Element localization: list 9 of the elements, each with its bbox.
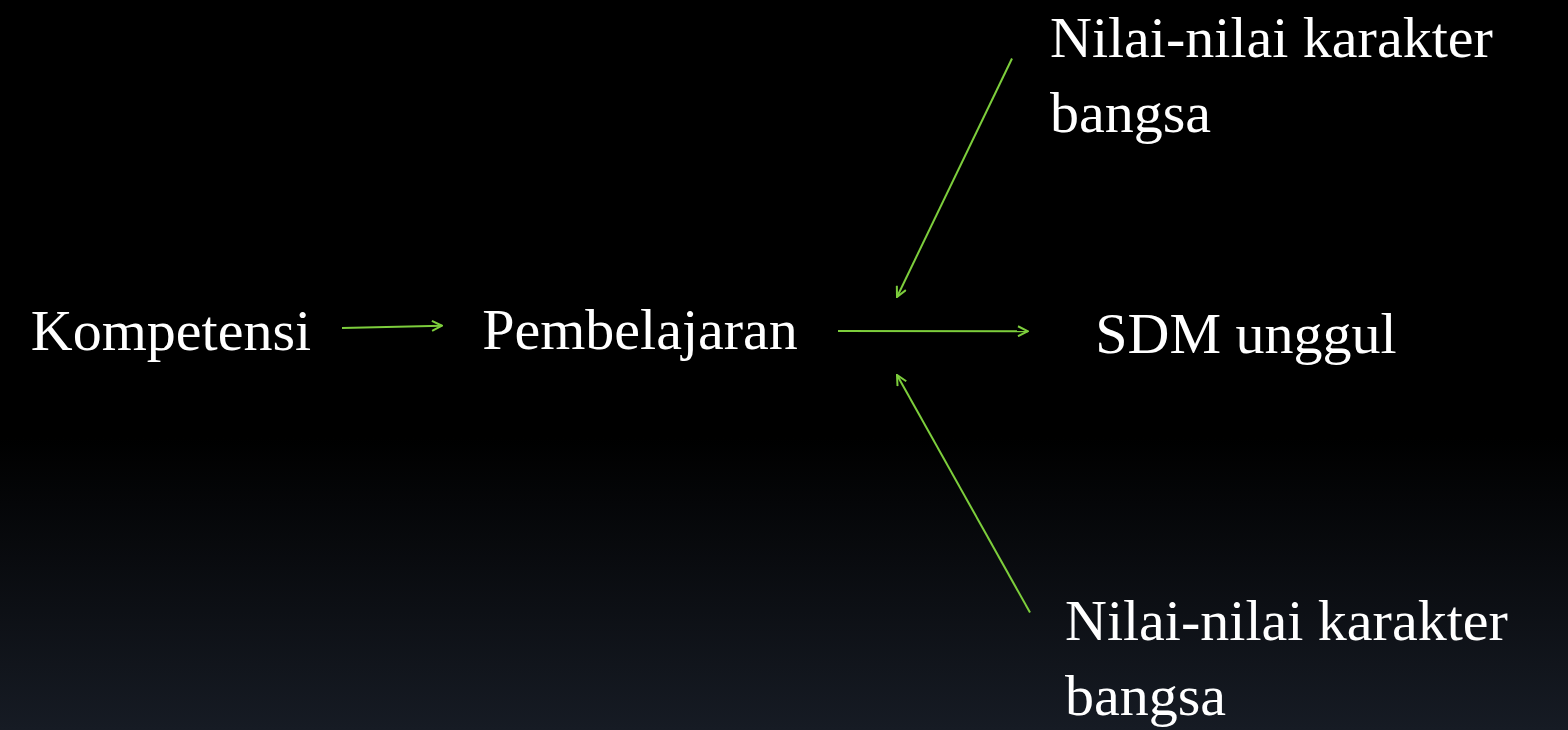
node-label: Nilai-nilai karakter bangsa bbox=[1050, 4, 1494, 147]
node-label: Nilai-nilai karakter bangsa bbox=[1065, 586, 1509, 730]
arrow bbox=[341, 319, 443, 332]
arrow bbox=[837, 325, 1029, 338]
node-label: Pembelajaran bbox=[482, 296, 798, 364]
arrow bbox=[895, 57, 1013, 298]
node-label: Kompetensi bbox=[30, 296, 312, 365]
node-label: SDM unggul bbox=[1095, 300, 1397, 368]
arrow bbox=[896, 374, 1031, 614]
